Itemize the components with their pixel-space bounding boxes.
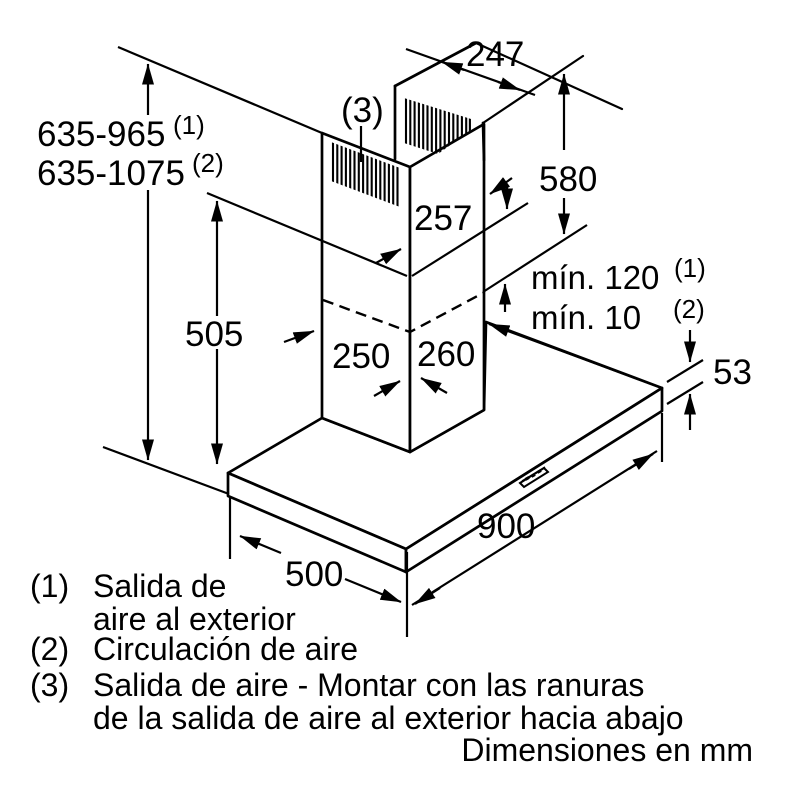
legend-item2-text: Circulación de aire [93, 631, 358, 667]
dim-canopy-thickness [666, 330, 704, 430]
pointer-to-duct [283, 329, 315, 344]
label-min-clearance-2-ref: (2) [673, 294, 705, 324]
canopy-rear-edge-arrow [488, 322, 663, 390]
dim-overall-height [102, 45, 323, 496]
ext-line-53-bottom [666, 381, 704, 405]
ext-line-top [117, 45, 323, 135]
legend-item2-num: (2) [30, 631, 69, 667]
label-height-range-2: 635-1075 [37, 154, 185, 193]
legend-footer-units: Dimensiones en mm [461, 732, 753, 768]
legend-item3-num: (3) [30, 667, 69, 703]
label-height-range-2-ref: (2) [192, 148, 224, 178]
legend: (1) Salida de aire al exterior (2) Circu… [30, 568, 753, 768]
dim-base-widths [373, 377, 448, 397]
upper-rim-edge-front-ext [481, 54, 585, 125]
legend-item1-line1: Salida de [93, 568, 226, 604]
ext-line-505-top [206, 191, 408, 278]
dim-min-clearance [482, 224, 663, 390]
legend-item3-line1: Salida de aire - Montar con las ranuras [93, 667, 644, 703]
label-canopy-width: 900 [477, 507, 535, 546]
chimney-lower-section [320, 122, 486, 454]
label-vent-callout: (3) [341, 91, 384, 130]
ext-line-bottom [102, 445, 230, 496]
legend-item1-line2: aire al exterior [93, 601, 296, 637]
label-min-clearance-2: mín. 10 [531, 299, 641, 336]
telescope-joint-dashed-line [322, 291, 484, 334]
label-lower-duct-height: 505 [185, 315, 243, 354]
label-height-range-1-ref: (1) [173, 110, 205, 140]
ext-line-257 [411, 202, 529, 277]
legend-item1-num: (1) [30, 568, 69, 604]
label-top-width: 247 [466, 35, 524, 74]
dim-canopy-depth [228, 497, 402, 604]
dim-lower-duct-height [206, 191, 408, 465]
ext-line-joint [482, 224, 588, 293]
legend-item3-line2: de la salida de aire al exterior hacia a… [93, 700, 684, 736]
label-height-range-1: 635-965 [37, 115, 165, 154]
label-base-width-right: 260 [417, 335, 475, 374]
label-base-depth-left: 250 [332, 337, 390, 376]
label-upper-duct-width: 257 [414, 199, 472, 238]
upper-rim-edge-left [393, 41, 478, 88]
upper-front-vertical-edge [481, 121, 486, 162]
label-min-clearance-1-ref: (1) [674, 253, 706, 283]
label-canopy-depth: 500 [285, 555, 343, 594]
dim-upper-duct-width [375, 177, 529, 277]
upper-rim-edge-rear-ext [474, 41, 624, 111]
control-panel [518, 466, 550, 489]
control-panel-buttons [524, 469, 542, 481]
dimension-labels: 635-965 (1) 635-1075 (2) 247 (3) 580 257… [37, 35, 752, 594]
chimney-right-face [408, 122, 486, 454]
ext-line-53-top [666, 359, 704, 383]
label-min-clearance-1: mín. 120 [531, 259, 659, 296]
label-canopy-thickness: 53 [713, 353, 752, 392]
label-upper-duct-height: 580 [539, 160, 597, 199]
dim-top-width [405, 47, 536, 97]
upper-rim-opening [395, 43, 553, 123]
dim-canopy-width [405, 413, 664, 637]
